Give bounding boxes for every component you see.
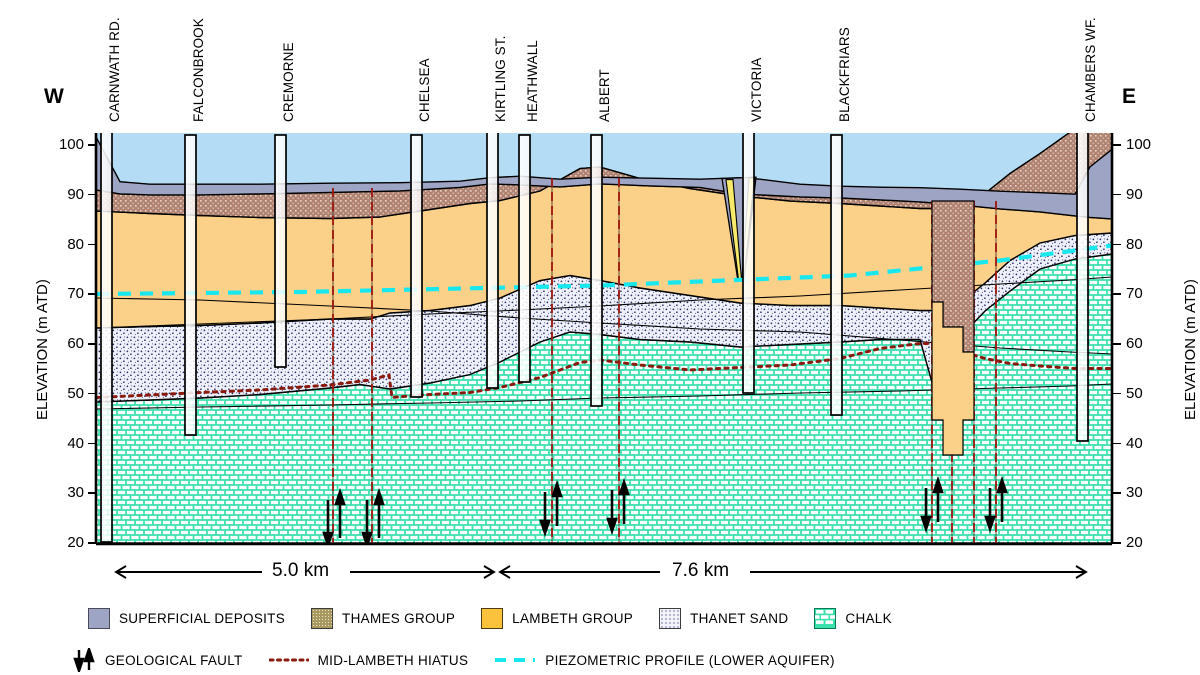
borehole-label-carnwath-rd: CARNWATH RD. bbox=[107, 17, 122, 122]
y-tick-right-100 bbox=[1112, 144, 1121, 146]
lambeth-swatch-icon bbox=[481, 608, 504, 629]
y-tick-label-left-50: 50 bbox=[67, 384, 84, 402]
legend-item-piezometric: PIEZOMETRIC PROFILE (LOWER AQUIFER) bbox=[494, 653, 835, 668]
y-tick-right-60 bbox=[1112, 343, 1121, 345]
y-tick-label-left-100: 100 bbox=[58, 136, 84, 153]
marker-line-upper bbox=[96, 297, 1112, 355]
superficial-swatch-icon bbox=[88, 608, 110, 629]
y-tick-label-right-60: 60 bbox=[1126, 335, 1143, 352]
mid-lambeth-hiatus-icon bbox=[268, 655, 309, 665]
y-tick-label-right-20: 20 bbox=[1126, 534, 1143, 551]
borehole-victoria bbox=[742, 133, 755, 394]
legend-label-fault: GEOLOGICAL FAULT bbox=[105, 652, 243, 668]
y-tick-left-100 bbox=[88, 144, 97, 146]
legend-label-hiatus: MID-LAMBETH HIATUS bbox=[317, 652, 469, 668]
y-tick-left-30 bbox=[88, 492, 97, 494]
y-tick-right-20 bbox=[1112, 542, 1121, 544]
legend-item-thanet: THANET SAND bbox=[659, 608, 788, 629]
borehole-casings bbox=[100, 133, 1089, 543]
legend-item-chalk: CHALK bbox=[814, 608, 892, 629]
legend-label-thanet: THANET SAND bbox=[690, 611, 789, 626]
borehole-label-cremorne: CREMORNE bbox=[281, 42, 296, 122]
borehole-label-heathwall: HEATHWALL bbox=[525, 40, 540, 122]
y-tick-right-80 bbox=[1112, 243, 1121, 246]
legend-label-piezometric: PIEZOMETRIC PROFILE (LOWER AQUIFER) bbox=[545, 652, 835, 668]
layer-superficial bbox=[96, 136, 1112, 220]
y-tick-label-left-70: 70 bbox=[67, 285, 84, 303]
y-tick-label-right-40: 40 bbox=[1126, 434, 1143, 452]
thames-swatch-icon bbox=[311, 608, 334, 629]
chalk-swatch-icon bbox=[814, 608, 837, 629]
y-tick-label-left-80: 80 bbox=[67, 235, 84, 253]
y-tick-label-right-100: 100 bbox=[1126, 136, 1152, 153]
borehole-label-victoria: VICTORIA bbox=[749, 57, 764, 122]
y-tick-right-30 bbox=[1112, 492, 1121, 494]
legend-symbols-row: GEOLOGICAL FAULT MID-LAMBETH HIATUS PIEZ… bbox=[72, 648, 861, 672]
y-axis-label-right: ELEVATION (m ATD) bbox=[1182, 279, 1199, 420]
y-tick-left-70 bbox=[88, 293, 97, 295]
y-tick-right-90 bbox=[1112, 193, 1121, 196]
legend-label-superficial: SUPERFICIAL DEPOSITS bbox=[119, 611, 286, 626]
scale-label-east: 7.6 km bbox=[672, 560, 730, 581]
geological-fault-icon bbox=[72, 648, 96, 672]
y-tick-label-left-60: 60 bbox=[67, 335, 84, 352]
scale-label-west: 5.0 km bbox=[272, 560, 330, 581]
borehole-chelsea bbox=[410, 134, 423, 398]
borehole-albert bbox=[590, 134, 603, 407]
legend-item-hiatus: MID-LAMBETH HIATUS bbox=[268, 652, 469, 668]
y-tick-left-50 bbox=[88, 392, 97, 395]
thanet-swatch-icon bbox=[659, 608, 682, 629]
y-tick-left-90 bbox=[88, 193, 97, 196]
borehole-chambers-wf bbox=[1076, 133, 1089, 442]
y-tick-label-left-40: 40 bbox=[67, 434, 84, 452]
y-tick-label-left-20: 20 bbox=[67, 534, 84, 551]
y-tick-right-40 bbox=[1112, 442, 1121, 445]
y-tick-label-right-80: 80 bbox=[1126, 235, 1143, 253]
legend-label-thames: THAMES GROUP bbox=[342, 611, 456, 626]
borehole-heathwall bbox=[518, 134, 531, 383]
borehole-kirtling-st bbox=[486, 133, 499, 389]
marker-line-mid bbox=[96, 276, 1112, 329]
marker-line-lower bbox=[96, 383, 1112, 410]
borehole-label-chambers-wf: CHAMBERS WF. bbox=[1083, 17, 1098, 122]
borehole-label-chelsea: CHELSEA bbox=[417, 58, 432, 122]
scale-bar bbox=[114, 565, 1088, 579]
legend-label-lambeth: LAMBETH GROUP bbox=[512, 611, 634, 626]
borehole-carnwath-rd bbox=[100, 133, 113, 543]
y-tick-label-left-30: 30 bbox=[67, 484, 84, 502]
piezometric-profile-icon bbox=[494, 655, 536, 665]
y-tick-label-right-90: 90 bbox=[1126, 185, 1143, 203]
y-tick-label-right-50: 50 bbox=[1126, 384, 1143, 402]
legend-item-fault: GEOLOGICAL FAULT bbox=[72, 648, 243, 672]
legend-label-chalk: CHALK bbox=[845, 611, 892, 626]
borehole-label-blackfriars: BLACKFRIARS bbox=[837, 27, 852, 122]
y-tick-label-right-30: 30 bbox=[1126, 484, 1143, 502]
legend-item-thames: THAMES GROUP bbox=[311, 608, 455, 629]
y-tick-left-60 bbox=[88, 343, 97, 345]
borehole-falconbrook bbox=[184, 134, 197, 436]
y-tick-left-80 bbox=[88, 243, 97, 246]
legend-item-lambeth: LAMBETH GROUP bbox=[481, 608, 633, 629]
borehole-cremorne bbox=[274, 134, 287, 368]
y-tick-left-20 bbox=[88, 542, 97, 544]
borehole-label-falconbrook: FALCONBROOK bbox=[191, 18, 206, 122]
plot-frame bbox=[94, 133, 1114, 546]
borehole-label-kirtling-st: KIRTLING ST. bbox=[493, 35, 508, 122]
east-label: E bbox=[1122, 85, 1137, 108]
graben-block-lambeth bbox=[931, 301, 975, 456]
y-tick-label-right-70: 70 bbox=[1126, 285, 1143, 303]
y-tick-right-70 bbox=[1112, 293, 1121, 295]
borehole-label-albert: ALBERT bbox=[597, 69, 612, 122]
legend-units-row: SUPERFICIAL DEPOSITS THAMES GROUP LAMBET… bbox=[88, 608, 918, 629]
borehole-blackfriars bbox=[830, 134, 843, 416]
legend-item-superficial: SUPERFICIAL DEPOSITS bbox=[88, 608, 285, 629]
y-tick-left-40 bbox=[88, 442, 97, 445]
y-axis-label-left: ELEVATION (m ATD) bbox=[34, 279, 51, 420]
west-label: W bbox=[44, 85, 64, 108]
fault-throw-arrows bbox=[322, 475, 1008, 544]
y-tick-label-left-90: 90 bbox=[67, 185, 84, 203]
y-tick-right-50 bbox=[1112, 392, 1121, 395]
